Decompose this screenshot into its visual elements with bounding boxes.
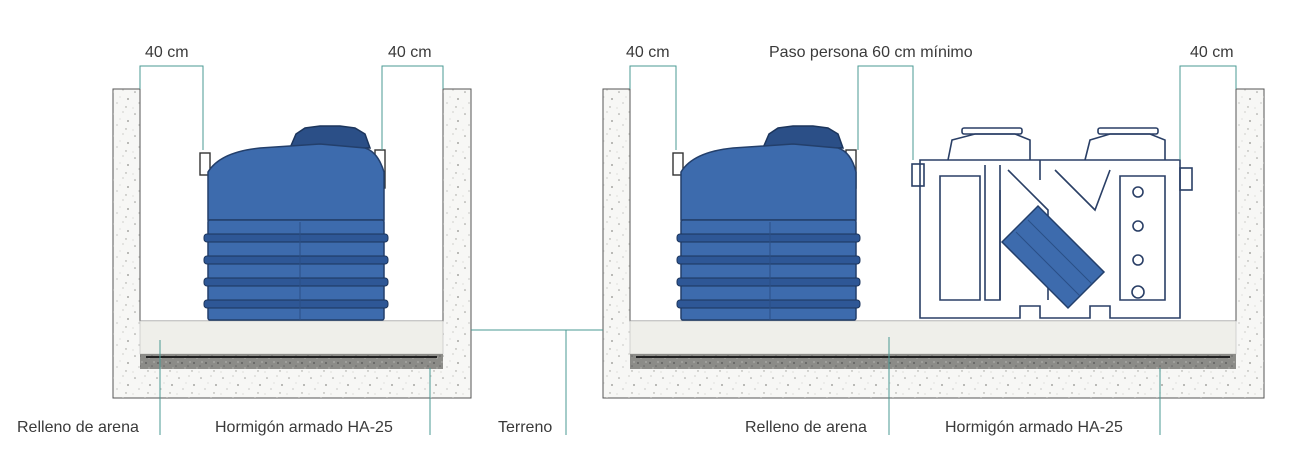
filter-cartridge xyxy=(1000,204,1106,310)
label-concrete-2: Hormigón armado HA-25 xyxy=(945,419,1123,436)
label-terrain: Terreno xyxy=(498,419,553,436)
dimension-right-clearance-2: 40 cm xyxy=(1190,44,1234,61)
sand-fill-left xyxy=(139,320,444,355)
label-sand-fill-2: Relleno de arena xyxy=(745,419,867,436)
label-sand-fill-1: Relleno de arena xyxy=(17,419,139,436)
label-concrete-1: Hormigón armado HA-25 xyxy=(215,419,393,436)
dimension-left-clearance-1: 40 cm xyxy=(145,44,189,61)
dimension-person-passage: Paso persona 60 cm mínimo xyxy=(769,44,973,61)
dimension-lines xyxy=(139,65,1237,435)
dimension-left-clearance-2: 40 cm xyxy=(626,44,670,61)
pit-left xyxy=(112,88,472,399)
water-tank-right xyxy=(672,125,861,321)
pit-right xyxy=(602,88,1265,399)
sand-fill-right xyxy=(629,320,1237,355)
water-tank-left xyxy=(199,125,389,321)
dimension-right-clearance-1: 40 cm xyxy=(388,44,432,61)
